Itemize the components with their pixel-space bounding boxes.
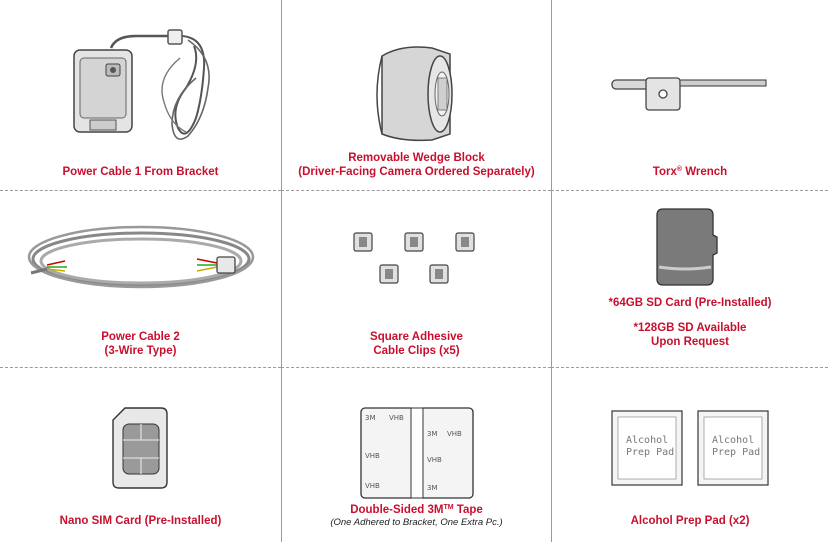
- power-cable-bracket-icon: [0, 28, 281, 148]
- svg-text:VHB: VHB: [365, 482, 380, 490]
- power-cable-coil-icon: [0, 221, 281, 301]
- svg-text:3M: 3M: [427, 484, 438, 492]
- sim-card-icon: [0, 406, 281, 490]
- svg-text:3M: 3M: [427, 430, 438, 438]
- item-caption: Square Adhesive Cable Clips (x5): [370, 331, 463, 357]
- item-caption: Alcohol Prep Pad (x2): [630, 515, 750, 527]
- item-caption: Power Cable 1 From Bracket: [62, 166, 219, 178]
- svg-text:3M: 3M: [365, 414, 376, 422]
- item-torx-wrench: Torx® Wrench: [551, 0, 828, 191]
- item-sim-card: Nano SIM Card (Pre-Installed): [0, 368, 281, 542]
- svg-text:VHB: VHB: [365, 452, 380, 460]
- prep-pad-icon: Alcohol Prep Pad Alcohol Prep Pad: [552, 408, 828, 488]
- item-power-cable-2: Power Cable 2 (3-Wire Type): [0, 191, 281, 368]
- item-power-cable-1: Power Cable 1 From Bracket: [0, 0, 281, 191]
- item-sd-card: *64GB SD Card (Pre-Installed) *128GB SD …: [551, 191, 828, 368]
- svg-text:Prep Pad: Prep Pad: [626, 447, 674, 458]
- torx-wrench-icon: [552, 70, 828, 120]
- item-alcohol-prep-pad: Alcohol Prep Pad Alcohol Prep Pad Alcoho…: [551, 368, 828, 542]
- sd-card-icon: [552, 205, 828, 287]
- svg-text:Alcohol: Alcohol: [626, 435, 668, 446]
- item-caption: Torx® Wrench: [652, 166, 728, 178]
- item-caption: Nano SIM Card (Pre-Installed): [59, 515, 222, 527]
- svg-text:VHB: VHB: [427, 456, 442, 464]
- svg-text:VHB: VHB: [447, 430, 462, 438]
- svg-text:VHB: VHB: [389, 414, 404, 422]
- tape-icon: 3M VHB 3M VHB VHB VHB VHB 3M: [282, 406, 551, 502]
- wedge-block-icon: [282, 38, 551, 143]
- item-caption: Removable Wedge Block (Driver-Facing Cam…: [298, 152, 535, 178]
- item-caption: Double-Sided 3MTM Tape (One Adhered to B…: [330, 504, 503, 528]
- svg-text:Alcohol: Alcohol: [712, 435, 754, 446]
- item-double-sided-tape: 3M VHB 3M VHB VHB VHB VHB 3M Double-Side…: [281, 368, 551, 542]
- item-cable-clips: Square Adhesive Cable Clips (x5): [281, 191, 551, 368]
- svg-text:Prep Pad: Prep Pad: [712, 447, 760, 458]
- item-wedge-block: Removable Wedge Block (Driver-Facing Cam…: [281, 0, 551, 191]
- item-caption: *64GB SD Card (Pre-Installed) *128GB SD …: [608, 297, 772, 348]
- item-caption: Power Cable 2 (3-Wire Type): [101, 331, 180, 357]
- cable-clip-icon: [282, 231, 551, 291]
